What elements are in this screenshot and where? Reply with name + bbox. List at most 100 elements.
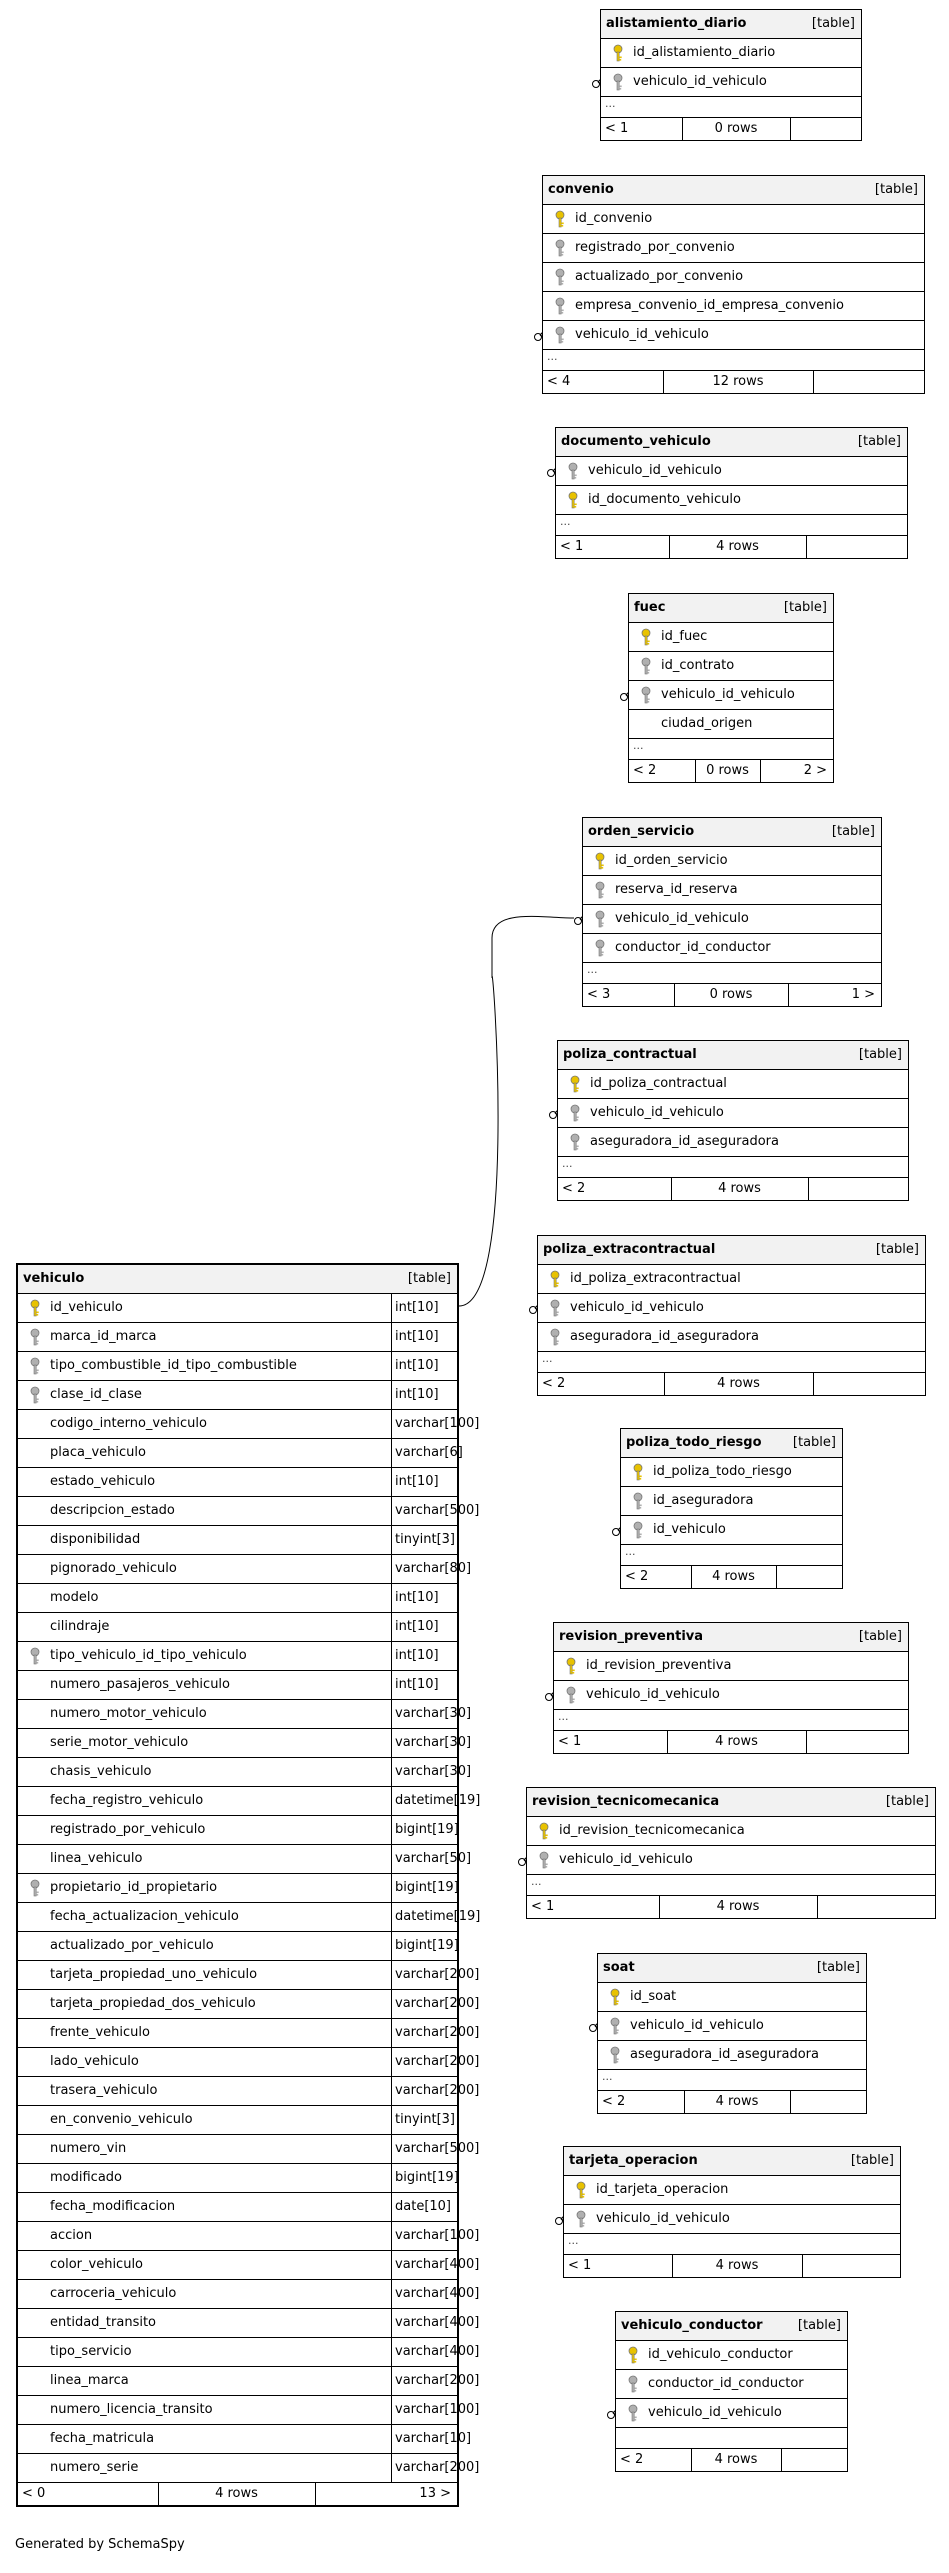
table-type: [table] — [797, 2318, 841, 2333]
column-row[interactable]: actualizado_por_convenio — [543, 263, 924, 292]
table-alistamiento-diario[interactable]: alistamiento_diario[table]id_alistamient… — [600, 9, 862, 141]
column-row[interactable]: registrado_por_convenio — [543, 234, 924, 263]
column-row[interactable]: vehiculo_id_vehiculo — [601, 68, 861, 97]
table-poliza-extracontractual[interactable]: poliza_extracontractual[table]id_poliza_… — [537, 1235, 926, 1396]
column-row[interactable]: id_poliza_contractual — [558, 1070, 908, 1099]
table-revision-preventiva[interactable]: revision_preventiva[table]id_revision_pr… — [553, 1622, 909, 1754]
column-row[interactable]: vehiculo_id_vehiculo — [558, 1099, 908, 1128]
column-row[interactable]: id_poliza_extracontractual — [538, 1265, 925, 1294]
column-row[interactable]: id_alistamiento_diario — [601, 39, 861, 68]
column-row[interactable]: vehiculo_id_vehiculo — [598, 2012, 866, 2041]
column-row[interactable]: conductor_id_conductor — [583, 934, 881, 963]
table-vehiculo-conductor[interactable]: vehiculo_conductor[table]id_vehiculo_con… — [615, 2311, 848, 2472]
column-row[interactable]: id_vehiculo_conductor — [616, 2341, 847, 2370]
column-row[interactable]: id_orden_servicio — [583, 847, 881, 876]
column-row[interactable]: id_soat — [598, 1983, 866, 2012]
column-row[interactable]: id_aseguradora — [621, 1487, 842, 1516]
column-row[interactable]: aseguradora_id_aseguradora — [558, 1128, 908, 1157]
column-row[interactable]: aseguradora_id_aseguradora — [598, 2041, 866, 2070]
column-row[interactable]: id_tarjeta_operacion — [564, 2176, 900, 2205]
column-row[interactable]: vehiculo_id_vehiculo — [543, 321, 924, 350]
column-row[interactable]: id_fuec — [629, 623, 833, 652]
table-revision-tecnicomecanica[interactable]: revision_tecnicomecanica[table]id_revisi… — [526, 1787, 936, 1919]
column-row[interactable]: id_revision_preventiva — [554, 1652, 908, 1681]
column-row[interactable]: id_documento_vehiculo — [556, 486, 907, 515]
column-row[interactable]: vehiculo_id_vehiculo — [564, 2205, 900, 2234]
column-row[interactable]: id_convenio — [543, 205, 924, 234]
table-poliza-contractual[interactable]: poliza_contractual[table]id_poliza_contr… — [557, 1040, 909, 1201]
table-documento-vehiculo[interactable]: documento_vehiculo[table]vehiculo_id_veh… — [555, 427, 908, 559]
footer-rows: 4 rows — [716, 539, 759, 554]
column-row[interactable]: ciudad_origen — [629, 710, 833, 739]
column-row[interactable]: vehiculo_id_vehiculo — [583, 905, 881, 934]
column-row[interactable]: aseguradora_id_aseguradora — [538, 1323, 925, 1352]
table-poliza-todo-riesgo[interactable]: poliza_todo_riesgo[table]id_poliza_todo_… — [620, 1428, 843, 1589]
column-row[interactable]: vehiculo_id_vehiculo — [556, 457, 907, 486]
table-name: orden_servicio — [588, 824, 695, 839]
column-row[interactable]: conductor_id_conductor — [616, 2370, 847, 2399]
column-row[interactable]: vehiculo_id_vehiculo — [527, 1846, 935, 1875]
column-name: vehiculo_id_vehiculo — [570, 1300, 704, 1315]
column-row[interactable]: empresa_convenio_id_empresa_convenio — [543, 292, 924, 321]
column-row[interactable]: id_vehiculo — [621, 1516, 842, 1545]
column-row[interactable]: id_contrato — [629, 652, 833, 681]
column-row[interactable]: id_poliza_todo_riesgo — [621, 1458, 842, 1487]
column-row[interactable]: vehiculo_id_vehiculo — [538, 1294, 925, 1323]
table-name: soat — [603, 1960, 635, 1975]
column-row[interactable]: vehiculo_id_vehiculo — [616, 2399, 847, 2428]
table-name: revision_tecnicomecanica — [532, 1794, 720, 1809]
column-row[interactable]: id_revision_tecnicomecanica — [527, 1817, 935, 1846]
column-row[interactable]: vehiculo_id_vehiculo — [554, 1681, 908, 1710]
table-tarjeta-operacion[interactable]: tarjeta_operacion[table]id_tarjeta_opera… — [563, 2146, 901, 2278]
link-circle — [612, 1528, 620, 1536]
column-row[interactable]: reserva_id_reserva — [583, 876, 881, 905]
column-row[interactable]: vehiculo_id_vehiculo — [629, 681, 833, 710]
